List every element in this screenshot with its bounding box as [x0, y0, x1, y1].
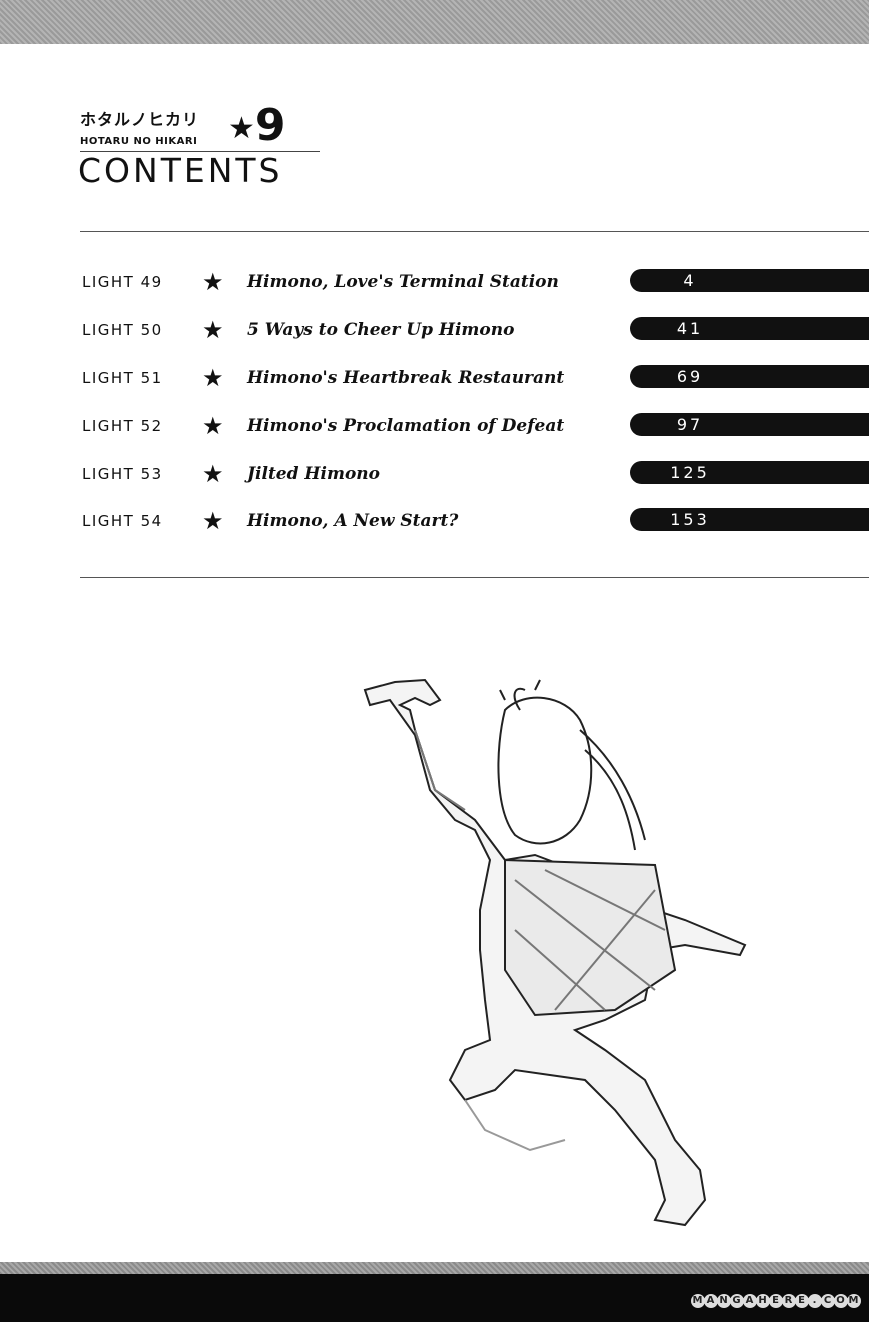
watermark-letter: H [756, 1294, 770, 1308]
watermark-letter: E [769, 1294, 783, 1308]
chapter-label: LIGHT 52 [82, 417, 163, 435]
page-title: CONTENTS [78, 151, 283, 190]
chapter-title: 5 Ways to Cheer Up Himono [247, 320, 515, 340]
chapter-label: LIGHT 54 [82, 512, 163, 530]
page-number: 41 [676, 319, 704, 338]
watermark-letter: A [704, 1294, 718, 1308]
bottom-divider [80, 577, 869, 578]
page-number: 4 [683, 271, 697, 290]
top-divider [80, 231, 869, 232]
title-divider [80, 151, 320, 152]
star-icon: ★ [202, 412, 224, 440]
volume-number: ★9 [228, 104, 286, 148]
watermark-letter: A [743, 1294, 757, 1308]
volume-value: 9 [254, 100, 286, 151]
star-icon: ★ [202, 268, 224, 296]
chapter-label: LIGHT 49 [82, 273, 163, 291]
watermark-letter: M [691, 1294, 705, 1308]
chapter-title: Himono's Heartbreak Restaurant [247, 368, 565, 388]
watermark-letter: N [717, 1294, 731, 1308]
page-number-tab: 69 [630, 365, 869, 388]
chapter-row: LIGHT 50 ★ 5 Ways to Cheer Up Himono 41 [82, 316, 869, 344]
star-icon: ★ [228, 111, 255, 146]
watermark-letter: O [834, 1294, 848, 1308]
watermark-letter: . [808, 1294, 822, 1308]
series-title-romaji: HOTARU NO HIKARI [80, 136, 198, 147]
chapter-title: Jilted Himono [247, 464, 380, 484]
chapter-label: LIGHT 53 [82, 465, 163, 483]
chapter-title: Himono, Love's Terminal Station [247, 272, 559, 292]
chapter-row: LIGHT 49 ★ Himono, Love's Terminal Station… [82, 268, 869, 296]
page-number: 125 [670, 463, 710, 482]
page-number-tab: 153 [630, 508, 869, 531]
chapter-row: LIGHT 53 ★ Jilted Himono 125 [82, 460, 869, 488]
watermark-letter: M [847, 1294, 861, 1308]
series-title-japanese: ホタルノヒカリ [80, 110, 200, 129]
chapter-row: LIGHT 54 ★ Himono, A New Start? 153 [82, 507, 869, 535]
top-screentone-band [0, 0, 869, 44]
chapter-row: LIGHT 51 ★ Himono's Heartbreak Restaurant 6… [82, 364, 869, 392]
page-number: 153 [670, 510, 710, 529]
star-icon: ★ [202, 507, 224, 535]
star-icon: ★ [202, 364, 224, 392]
chapter-row: LIGHT 52 ★ Himono's Proclamation of Defeat… [82, 412, 869, 440]
watermark-letter: C [821, 1294, 835, 1308]
page-number-tab: 97 [630, 413, 869, 436]
page-number-tab: 41 [630, 317, 869, 340]
bottom-screentone-band [0, 1262, 869, 1274]
dancing-girl-illustration [363, 678, 747, 1227]
star-icon: ★ [202, 460, 224, 488]
page-number: 69 [676, 367, 704, 386]
chapter-label: LIGHT 51 [82, 369, 163, 387]
chapter-title: Himono's Proclamation of Defeat [247, 416, 565, 436]
page-number: 97 [676, 415, 704, 434]
watermark-letter: E [795, 1294, 809, 1308]
watermark-letter: R [782, 1294, 796, 1308]
chapter-label: LIGHT 50 [82, 321, 163, 339]
page-number-tab: 4 [630, 269, 869, 292]
star-icon: ★ [202, 316, 224, 344]
chapter-title: Himono, A New Start? [247, 511, 459, 531]
page-number-tab: 125 [630, 461, 869, 484]
watermark-letter: G [730, 1294, 744, 1308]
